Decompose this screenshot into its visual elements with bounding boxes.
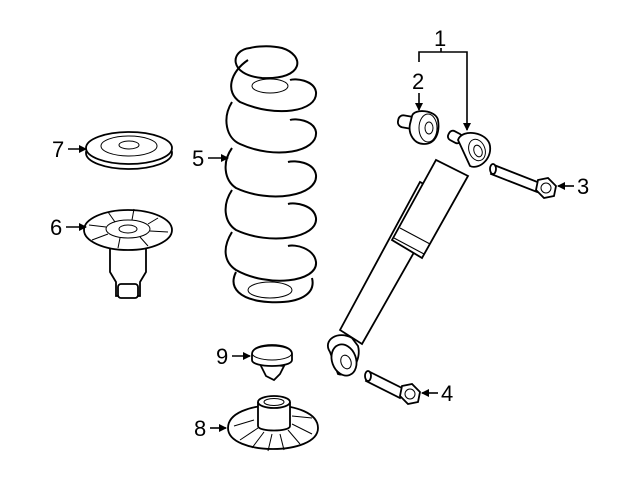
- callout-2[interactable]: 2: [412, 69, 424, 94]
- callout-leaders: [66, 48, 574, 432]
- callout-8[interactable]: 8: [194, 416, 206, 441]
- part-9-plug[interactable]: [251, 344, 293, 382]
- part-1-shock-absorber[interactable]: [327, 129, 491, 379]
- part-6-insulator[interactable]: [83, 208, 173, 299]
- callout-5[interactable]: 5: [192, 146, 204, 171]
- callout-7[interactable]: 7: [52, 137, 64, 162]
- part-2-bushing[interactable]: [396, 110, 440, 145]
- callout-3[interactable]: 3: [577, 174, 589, 199]
- callout-6[interactable]: 6: [50, 215, 62, 240]
- callout-9[interactable]: 9: [216, 344, 228, 369]
- part-5-coil-spring[interactable]: [224, 45, 318, 304]
- part-8-lower-insulator[interactable]: [227, 395, 319, 452]
- shock-upper-eye: [446, 129, 491, 168]
- callout-4[interactable]: 4: [441, 381, 453, 406]
- shock-lower-eye: [327, 334, 360, 377]
- part-4-lower-bolt[interactable]: [364, 370, 421, 405]
- part-7-seat-pad[interactable]: [85, 131, 173, 170]
- callout-1[interactable]: 1: [434, 26, 446, 51]
- part-3-upper-bolt[interactable]: [489, 163, 557, 199]
